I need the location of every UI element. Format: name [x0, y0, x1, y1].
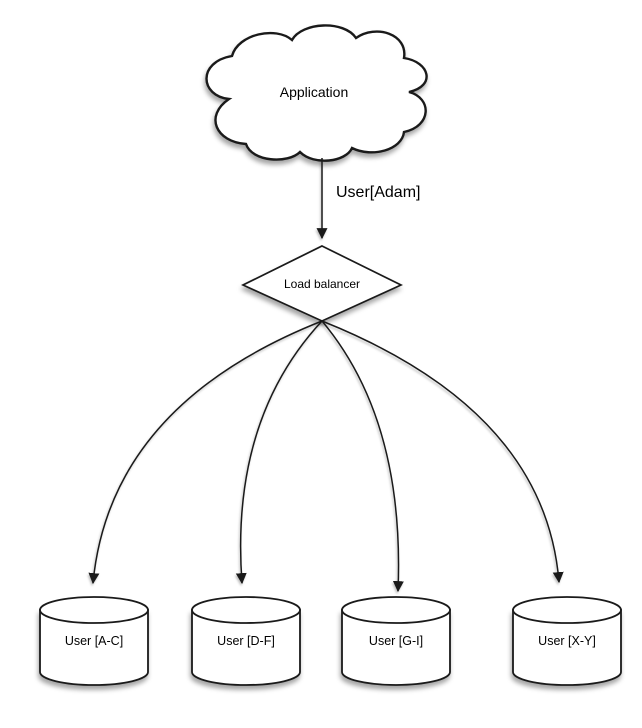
app-to-lb-edge-label: User[Adam] — [336, 184, 421, 201]
shard2-cylinder-top — [191, 596, 301, 624]
application-cloud-shape — [205, 24, 428, 162]
shard1-cylinder-body — [39, 609, 149, 686]
shard4-node-label: User [X-Y] — [538, 634, 596, 648]
shard1-cylinder-top — [39, 596, 149, 624]
shard3-cylinder — [341, 596, 451, 686]
shard3-cylinder-body — [341, 609, 451, 686]
lb-to-shard3-arrow — [321, 320, 404, 593]
lb-to-shard2-arrow — [235, 320, 323, 585]
shard1-node-label: User [A-C] — [64, 634, 124, 648]
shard2-node-label: User [D-F] — [217, 634, 275, 648]
application-node-label: Application — [279, 84, 349, 100]
shard2-cylinder-body — [191, 609, 301, 686]
shard3-node-label: User [G-I] — [368, 634, 424, 648]
shard3-cylinder-top — [341, 596, 451, 624]
lb-to-shard1-arrow — [88, 320, 323, 585]
lb-to-shard4-arrow — [321, 320, 564, 584]
shard4-cylinder-top — [512, 596, 622, 624]
shard4-cylinder-body — [512, 609, 622, 686]
load-balancer-node-label: Load balancer — [283, 277, 361, 291]
shard4-cylinder — [512, 596, 622, 686]
shard1-cylinder — [39, 596, 149, 686]
shard2-cylinder — [191, 596, 301, 686]
